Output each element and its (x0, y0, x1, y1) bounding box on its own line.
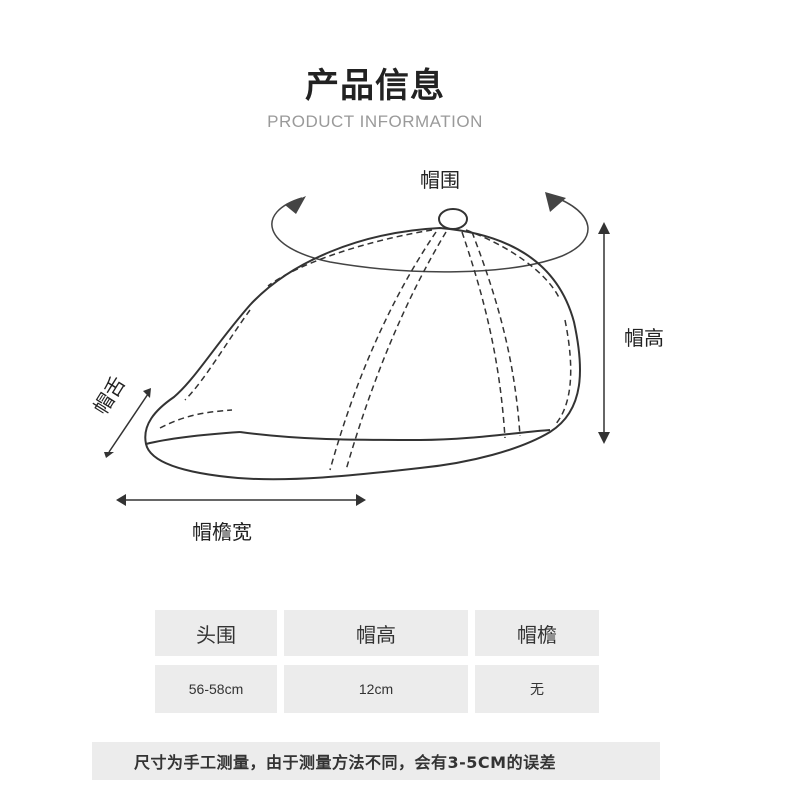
brim-width-arrow (116, 494, 366, 506)
table-header-cell: 帽檐 (475, 610, 599, 656)
height-arrow (598, 222, 610, 444)
measurement-note: 尺寸为手工测量，由于测量方法不同，会有3-5CM的误差 (92, 742, 660, 780)
table-value-cell: 无 (475, 665, 599, 713)
table-header-cell: 头围 (155, 610, 277, 656)
tongue-arrow (104, 388, 151, 458)
circumference-label: 帽围 (420, 168, 460, 192)
table-value-cell: 12cm (284, 665, 468, 713)
table-value-cell: 56-58cm (155, 665, 277, 713)
page-subtitle: PRODUCT INFORMATION (267, 112, 483, 131)
brim-width-label: 帽檐宽 (192, 520, 252, 544)
hat-stitching (159, 229, 572, 471)
hat-outline (144, 208, 581, 481)
table-header-cell: 帽高 (284, 610, 468, 656)
height-label: 帽高 (624, 326, 664, 350)
circumference-arrow (271, 192, 589, 273)
hat-diagram (104, 192, 610, 506)
page-title: 产品信息 (305, 66, 445, 106)
